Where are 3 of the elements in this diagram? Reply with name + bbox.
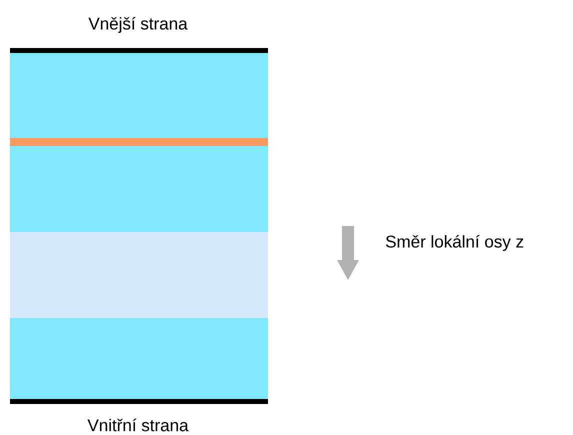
label: Vnější strana <box>88 16 188 34</box>
label: Směr lokální osy z <box>386 234 524 251</box>
label: Vnitřní strana <box>88 418 189 432</box>
